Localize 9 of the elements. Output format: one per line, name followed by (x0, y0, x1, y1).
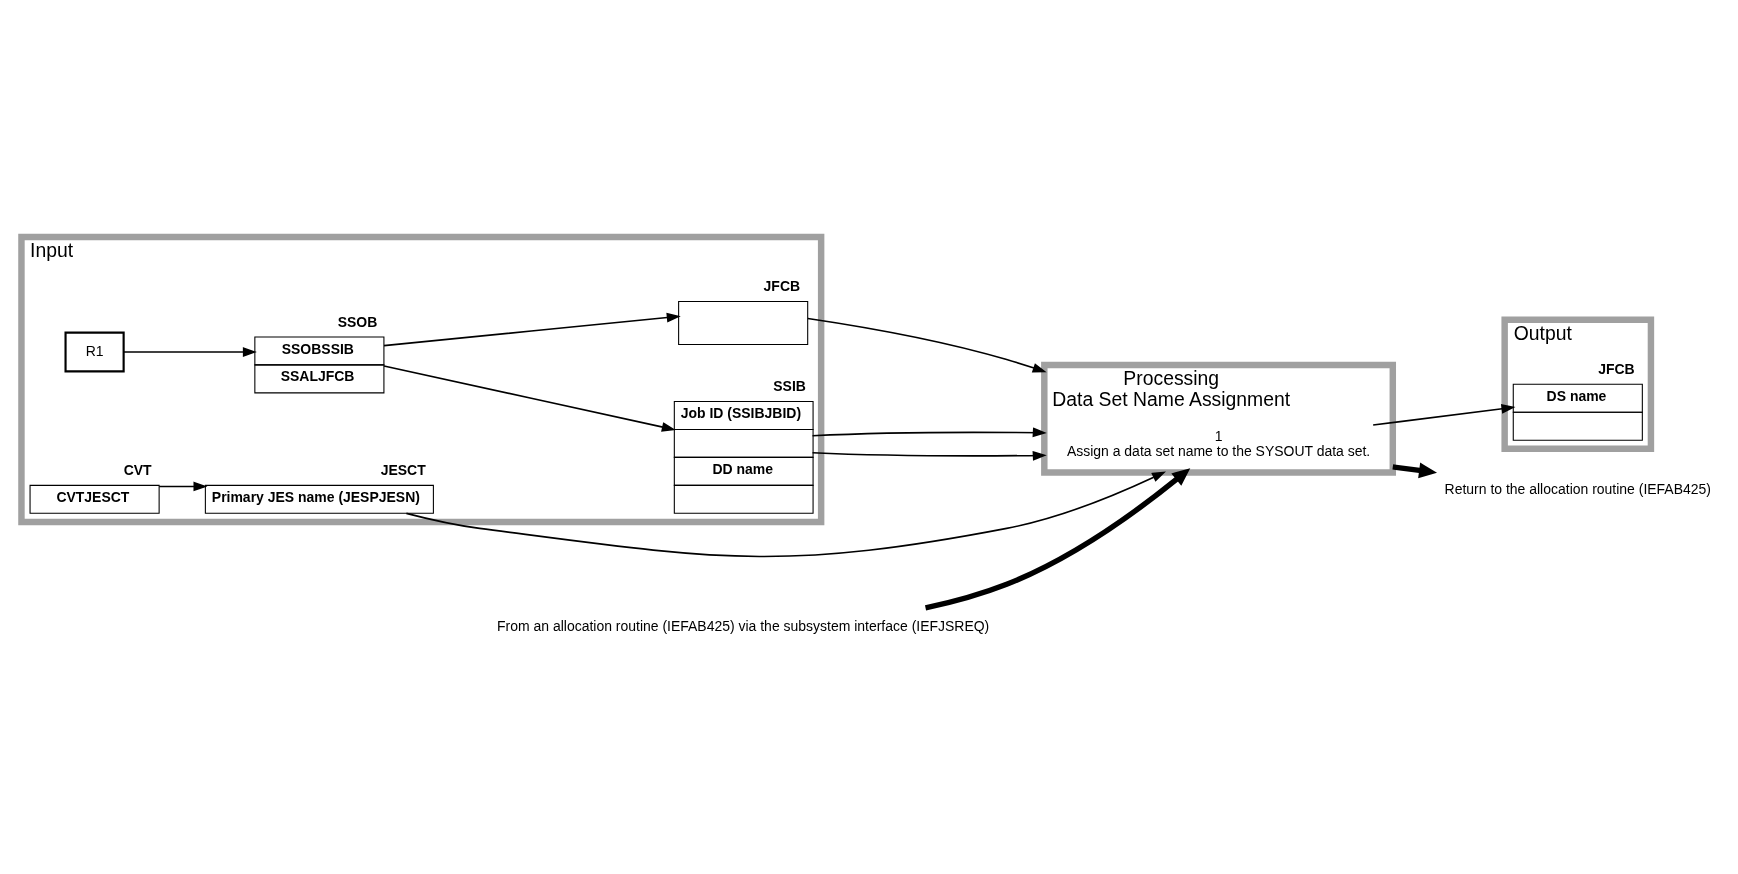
node-text: 1 Assign a data set name to the SYSOUT data set. (1066, 427, 1371, 459)
node-text: From an allocation routine (IEFAB425) via the subsystem interface (IEFJSREQ) (497, 617, 990, 634)
node-label: JFCB (763, 277, 801, 294)
node-label: SSOB (337, 313, 378, 330)
node-text: Return to the allocation routine (IEFAB425) (1444, 480, 1711, 497)
node-label: JESCT (380, 461, 426, 478)
node-label: JFCB (1598, 360, 1635, 377)
node-label: SSIB (773, 377, 806, 394)
node-label: CVT (123, 461, 152, 478)
